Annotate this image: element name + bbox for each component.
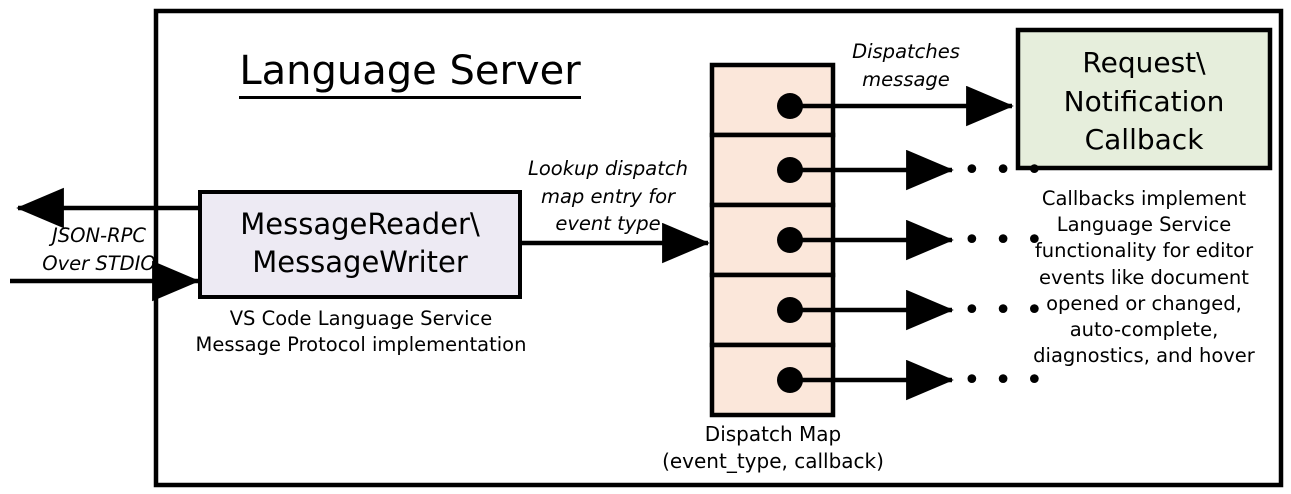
message-reader-writer-caption: VS Code Language Service Message Protoco… bbox=[195, 307, 527, 357]
request-notification-callback-box bbox=[1015, 27, 1273, 171]
page-title: Language Server bbox=[200, 48, 620, 99]
ellipsis-row-3: • • • bbox=[963, 293, 1046, 328]
dispatch-map-node-0 bbox=[777, 93, 803, 119]
callback-description: Callbacks implement Language Service fun… bbox=[1033, 187, 1255, 368]
dispatch-map-caption: Dispatch Map (event_type, callback) bbox=[662, 422, 884, 473]
dispatches-message-label: Dispatches message bbox=[852, 40, 960, 91]
dispatch-map-node-4 bbox=[777, 367, 803, 393]
ellipsis-row-4: • • • bbox=[963, 363, 1046, 398]
ellipsis-row-2: • • • bbox=[963, 223, 1046, 258]
dispatch-map-row-0 bbox=[709, 62, 836, 138]
message-reader-writer-box bbox=[198, 190, 522, 299]
dispatch-map-node-2 bbox=[777, 227, 803, 253]
ellipsis-row-1: • • • bbox=[963, 153, 1046, 188]
dispatch-map-node-3 bbox=[777, 297, 803, 323]
language-server-boundary bbox=[153, 8, 1284, 488]
lookup-dispatch-label: Lookup dispatch map entry for event type bbox=[528, 157, 688, 236]
request-notification-callback-label: Request\ Notification Callback bbox=[1063, 46, 1225, 157]
message-reader-writer-label: MessageReader\ MessageWriter bbox=[240, 207, 480, 280]
jsonrpc-channel-label: JSON-RPC Over STDIO bbox=[42, 224, 156, 275]
dispatch-map-node-1 bbox=[777, 157, 803, 183]
page-title-text: Language Server bbox=[239, 48, 581, 99]
